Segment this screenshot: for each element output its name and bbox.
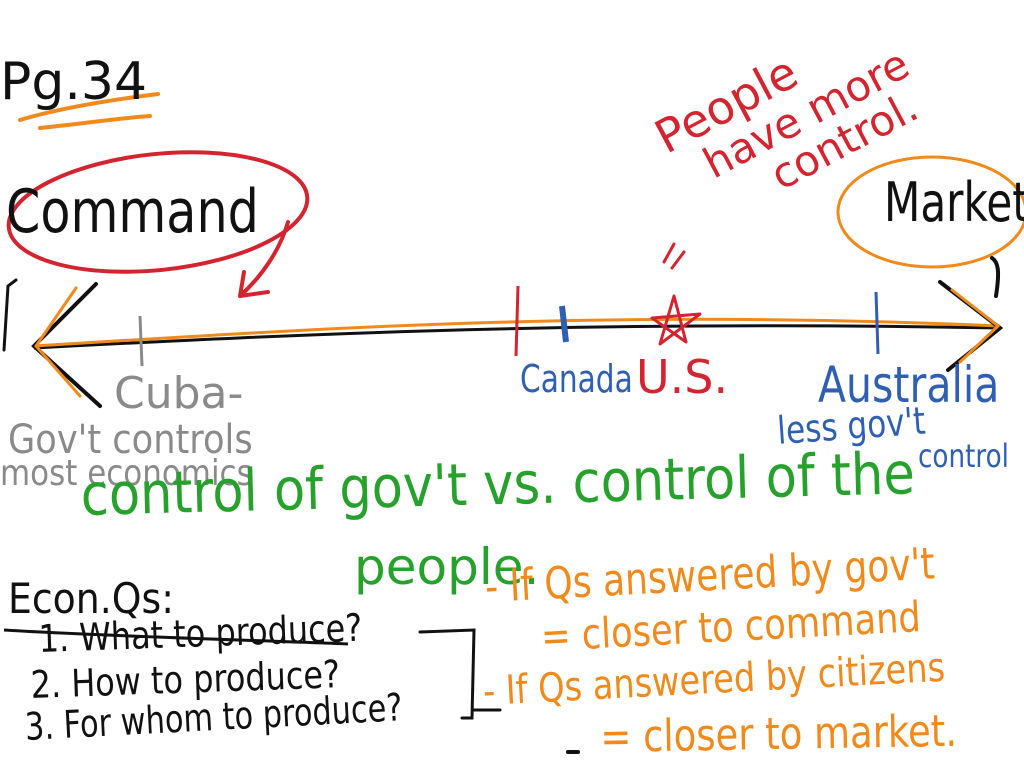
page-ref-underline bbox=[18, 92, 160, 122]
tick-australia bbox=[874, 291, 880, 355]
command-label: Command bbox=[6, 177, 259, 247]
tick-canada-red bbox=[514, 285, 520, 357]
market-oval bbox=[836, 155, 1024, 269]
marker-canada: Canada bbox=[520, 357, 633, 401]
command-oval bbox=[6, 150, 310, 274]
questions-bracket bbox=[418, 628, 476, 720]
marker-us: U.S. bbox=[636, 350, 729, 404]
econ-heading: Econ.Qs: bbox=[8, 574, 174, 623]
rule-2-result: = closer to market. bbox=[599, 705, 958, 763]
econ-question-1: 1. What to produce? bbox=[37, 605, 363, 661]
spectrum-line-orange bbox=[33, 317, 1001, 348]
market-label: Market bbox=[884, 171, 1024, 234]
page-ref: Pg.34 bbox=[0, 52, 148, 112]
marker-cuba-note-2: most economics bbox=[0, 453, 253, 494]
marker-australia-note-2: control bbox=[918, 437, 1009, 475]
marker-cuba: Cuba- bbox=[114, 368, 244, 419]
spectrum-line bbox=[33, 324, 1001, 350]
left-arrowhead bbox=[31, 282, 102, 408]
command-arrow bbox=[238, 220, 290, 298]
marker-australia: Australia bbox=[818, 356, 1000, 414]
econ-heading-underline bbox=[3, 628, 349, 646]
tick-canada bbox=[559, 305, 569, 343]
theme-line-2: people. bbox=[354, 538, 540, 596]
tick-cuba bbox=[138, 315, 144, 367]
us-star bbox=[650, 294, 702, 346]
marker-cuba-note-1: Gov't controls bbox=[8, 417, 253, 463]
